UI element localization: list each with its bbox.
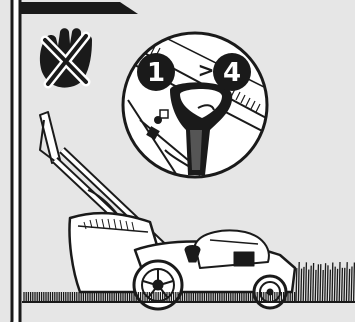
grass-blade xyxy=(349,269,350,302)
step-badge-from: 1 xyxy=(137,53,175,91)
grass-blade xyxy=(337,269,338,302)
step-to-label: 4 xyxy=(223,58,241,88)
grass-blade xyxy=(306,262,307,302)
grass-blade xyxy=(327,265,328,302)
step-badge-to: 4 xyxy=(213,53,251,91)
grass-blade xyxy=(313,263,314,302)
grass-blade xyxy=(339,262,340,302)
grass-blade xyxy=(315,270,316,302)
left-panel-edge xyxy=(0,0,12,322)
grass-blade xyxy=(322,270,323,302)
grass-blade xyxy=(310,266,311,302)
grass-blade xyxy=(334,267,335,302)
grass-blade xyxy=(308,270,309,303)
grass-blade xyxy=(344,268,345,302)
grass-blade xyxy=(296,268,297,302)
grass-blade xyxy=(351,267,352,303)
grass-blade xyxy=(346,262,347,302)
grass-blade xyxy=(330,270,331,302)
grass-blade xyxy=(303,267,304,302)
grass-blade xyxy=(354,263,355,303)
grass-blade xyxy=(325,263,326,302)
step-arrow: > xyxy=(198,58,215,82)
grass-blade xyxy=(301,269,302,302)
prohibited-hand-x-icon xyxy=(40,28,92,87)
grass-blade xyxy=(320,264,321,302)
grass-blade xyxy=(298,262,299,302)
grass-blade xyxy=(342,268,343,302)
grass-blade xyxy=(318,264,319,302)
step-from-label: 1 xyxy=(147,58,165,88)
grass-blade xyxy=(332,263,333,303)
